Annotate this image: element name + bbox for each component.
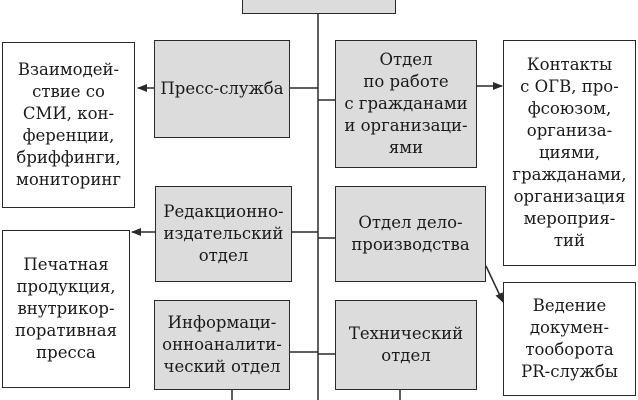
contacts-box: Контакты с ОГВ, про- фсоюзом, организа- …: [503, 40, 636, 266]
smi-tasks-box: Взаимодей- ствие со СМИ, кон- ференции, …: [2, 42, 135, 208]
top-box: [242, 0, 396, 14]
arrow-records-docflow: [485, 265, 504, 303]
citizens-dept-box: Отдел по работе с гражданами и организац…: [335, 40, 477, 168]
info-dept-box: Информаци- онноаналити- ческий отдел: [154, 300, 290, 390]
press-service-box: Пресс-служба: [154, 40, 290, 138]
tech-dept-box: Технический отдел: [335, 300, 477, 390]
doc-flow-box: Ведение докумен- тооборота PR-службы: [503, 282, 636, 396]
records-dept-box: Отдел дело- производства: [335, 186, 486, 282]
print-products-box: Печатная продукция, внутрикор- поративна…: [2, 230, 130, 388]
editorial-dept-box: Редакционно- издательский отдел: [155, 186, 292, 282]
